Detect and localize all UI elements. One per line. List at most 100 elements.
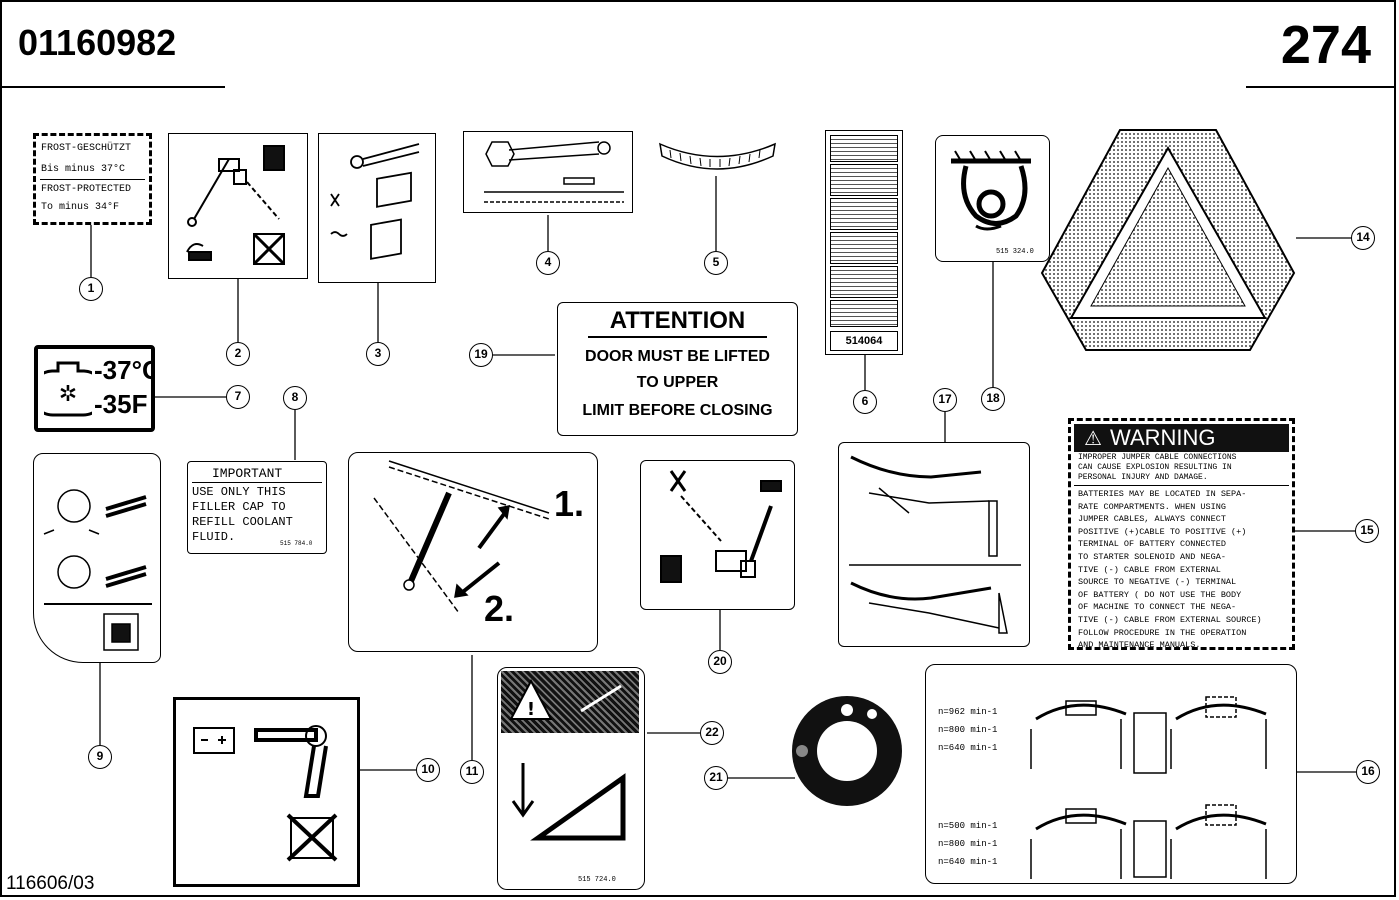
lift-hook-icon	[951, 150, 1031, 231]
lift-steps-icon	[373, 460, 550, 614]
lever-lock-icon	[186, 145, 286, 266]
warning-body-line: TIVE (-) CABLE FROM EXTERNAL SOURCE)	[1078, 615, 1262, 625]
hazard-header: !	[501, 671, 639, 733]
warning-title: WARNING	[1110, 425, 1216, 450]
frost-line1: FROST-GESCHÜTZT	[41, 143, 132, 154]
attention-line1: DOOR MUST BE LIFTED	[585, 348, 770, 365]
warning-top3: PERSONAL INJURY AND DAMAGE.	[1078, 473, 1208, 482]
temp-celsius: -37°C	[94, 355, 155, 385]
label6-code: 514064	[830, 331, 898, 351]
warning-top2: CAN CAUSE EXPLOSION RESULTING IN	[1078, 463, 1232, 472]
svg-text:!: !	[527, 699, 535, 720]
footer-ref-suffix: /03	[68, 873, 95, 894]
callout-19: 19	[469, 343, 493, 367]
decal-attention-door: ATTENTION DOOR MUST BE LIFTED TO UPPER L…	[557, 302, 798, 436]
speed-top-2: n=800 min-1	[938, 725, 998, 735]
warning-body-line: OF MACHINE TO CONNECT THE NEGA-	[1078, 602, 1237, 613]
decal-lever-lock	[168, 133, 308, 279]
callout-14: 14	[1351, 226, 1375, 250]
callout-4: 4	[536, 251, 560, 275]
label18-code: 515 324.0	[996, 248, 1034, 256]
decal-header-position	[838, 442, 1030, 647]
callout-2: 2	[226, 342, 250, 366]
header-rule-left	[0, 86, 225, 88]
coolant-icon: ✲	[44, 361, 92, 417]
decal-frost-protected: FROST-GESCHÜTZT Bis minus 37°C FROST-PRO…	[33, 133, 152, 225]
footer-ref: 116606	[6, 873, 68, 894]
warning-body-line: SOURCE TO NEGATIVE (-) TERMINAL	[1078, 577, 1237, 588]
decal-scale	[659, 142, 776, 170]
callout-11: 11	[460, 760, 484, 784]
important-line1: USE ONLY THIS	[192, 485, 286, 499]
decal-lift-steps: 1. 2.	[348, 452, 598, 652]
header-position-icon	[849, 455, 1021, 634]
decal-lever-unlock	[640, 460, 795, 610]
decal-joystick-panel	[33, 453, 161, 663]
rotor-diagram-icon	[1030, 696, 1267, 879]
speed-top-3: n=640 min-1	[938, 743, 998, 753]
step2-label: 2.	[484, 588, 515, 629]
decal-crush-hazard: ! 515 724.0	[497, 667, 645, 890]
callout-16: 16	[1356, 760, 1380, 784]
frost-line2: Bis minus 37°C	[41, 164, 126, 175]
callout-9: 9	[88, 745, 112, 769]
warning-top1: IMPROPER JUMPER CABLE CONNECTIONS	[1078, 453, 1237, 462]
callout-15: 15	[1355, 519, 1379, 543]
joystick-panel-icon	[43, 489, 152, 651]
warning-body-line: TIVE (-) CABLE FROM EXTERNAL	[1078, 564, 1221, 575]
speed-bottom-3: n=640 min-1	[938, 857, 998, 867]
important-line3: REFILL COOLANT	[192, 515, 293, 529]
warning-body-line: TERMINAL OF BATTERY CONNECTED	[1078, 539, 1226, 550]
decal-ring-sticker	[792, 696, 902, 806]
callout-6: 6	[853, 390, 877, 414]
warning-triangle-icon: ⚠	[1084, 426, 1102, 450]
warning-body-line: BATTERIES MAY BE LOCATED IN SEPA-	[1078, 489, 1247, 499]
important-title: IMPORTANT	[212, 466, 283, 481]
decal-chain-drive	[318, 133, 436, 283]
callout-10: 10	[416, 758, 440, 782]
warning-body-line: POSITIVE (+)CABLE TO POSITIVE (+)	[1078, 526, 1247, 537]
warning-body-line: JUMPER CABLES, ALWAYS CONNECT	[1078, 514, 1226, 525]
lever-unlock-icon	[660, 470, 782, 583]
attention-line2: TO UPPER	[636, 374, 719, 391]
callout-1: 1	[79, 277, 103, 301]
attention-title: ATTENTION	[609, 307, 746, 334]
important-code: 515 784.0	[280, 540, 313, 547]
warning-body-line: OF BATTERY ( DO NOT USE THE BODY	[1078, 589, 1242, 600]
warning-body-line: TO STARTER SOLENOID AND NEGA-	[1078, 552, 1226, 562]
decal-instruction-strip: 514064	[825, 130, 903, 355]
attention-line3: LIMIT BEFORE CLOSING	[582, 402, 773, 419]
callout-22: 22	[700, 721, 724, 745]
warning-banner: ⚠ WARNING	[1074, 424, 1289, 452]
callout-21: 21	[704, 766, 728, 790]
frost-line4: To minus 34°F	[41, 202, 120, 213]
decal-conveyor	[463, 131, 633, 213]
chain-drive-icon	[330, 143, 420, 260]
callout-3: 3	[366, 342, 390, 366]
decal-temperature: ✲ -37°C -35F	[34, 345, 155, 432]
page-number: 274	[1280, 15, 1371, 75]
callout-7: 7	[226, 385, 250, 409]
header-rule-right	[1246, 86, 1396, 88]
battery-switch-icon	[193, 725, 338, 862]
warning-body-line: FOLLOW PROCEDURE IN THE OPERATION	[1078, 627, 1247, 638]
decal-battery-switch	[173, 697, 360, 887]
callout-5: 5	[704, 251, 728, 275]
frost-line3: FROST-PROTECTED	[41, 184, 132, 195]
important-line4: FLUID.	[192, 530, 236, 544]
decal-warning-jumper-cables: ⚠ WARNING IMPROPER JUMPER CABLE CONNECTI…	[1068, 418, 1295, 650]
warning-body-line: RATE COMPARTMENTS. WHEN USING	[1078, 501, 1226, 512]
svg-text:✲: ✲	[59, 382, 77, 407]
conveyor-icon	[484, 141, 624, 203]
crush-hazard-icon	[511, 763, 626, 841]
important-line2: FILLER CAP TO	[192, 500, 286, 514]
decal-lift-hook: 515 324.0	[935, 135, 1050, 262]
callout-8: 8	[283, 386, 307, 410]
hazard-triangle-icon: !	[509, 678, 622, 720]
label22-code: 515 724.0	[578, 876, 616, 884]
step1-label: 1.	[554, 483, 585, 524]
warning-body-line: AND MAINTENANCE MANUALS.	[1078, 640, 1201, 650]
speed-top-1: n=962 min-1	[938, 707, 998, 717]
